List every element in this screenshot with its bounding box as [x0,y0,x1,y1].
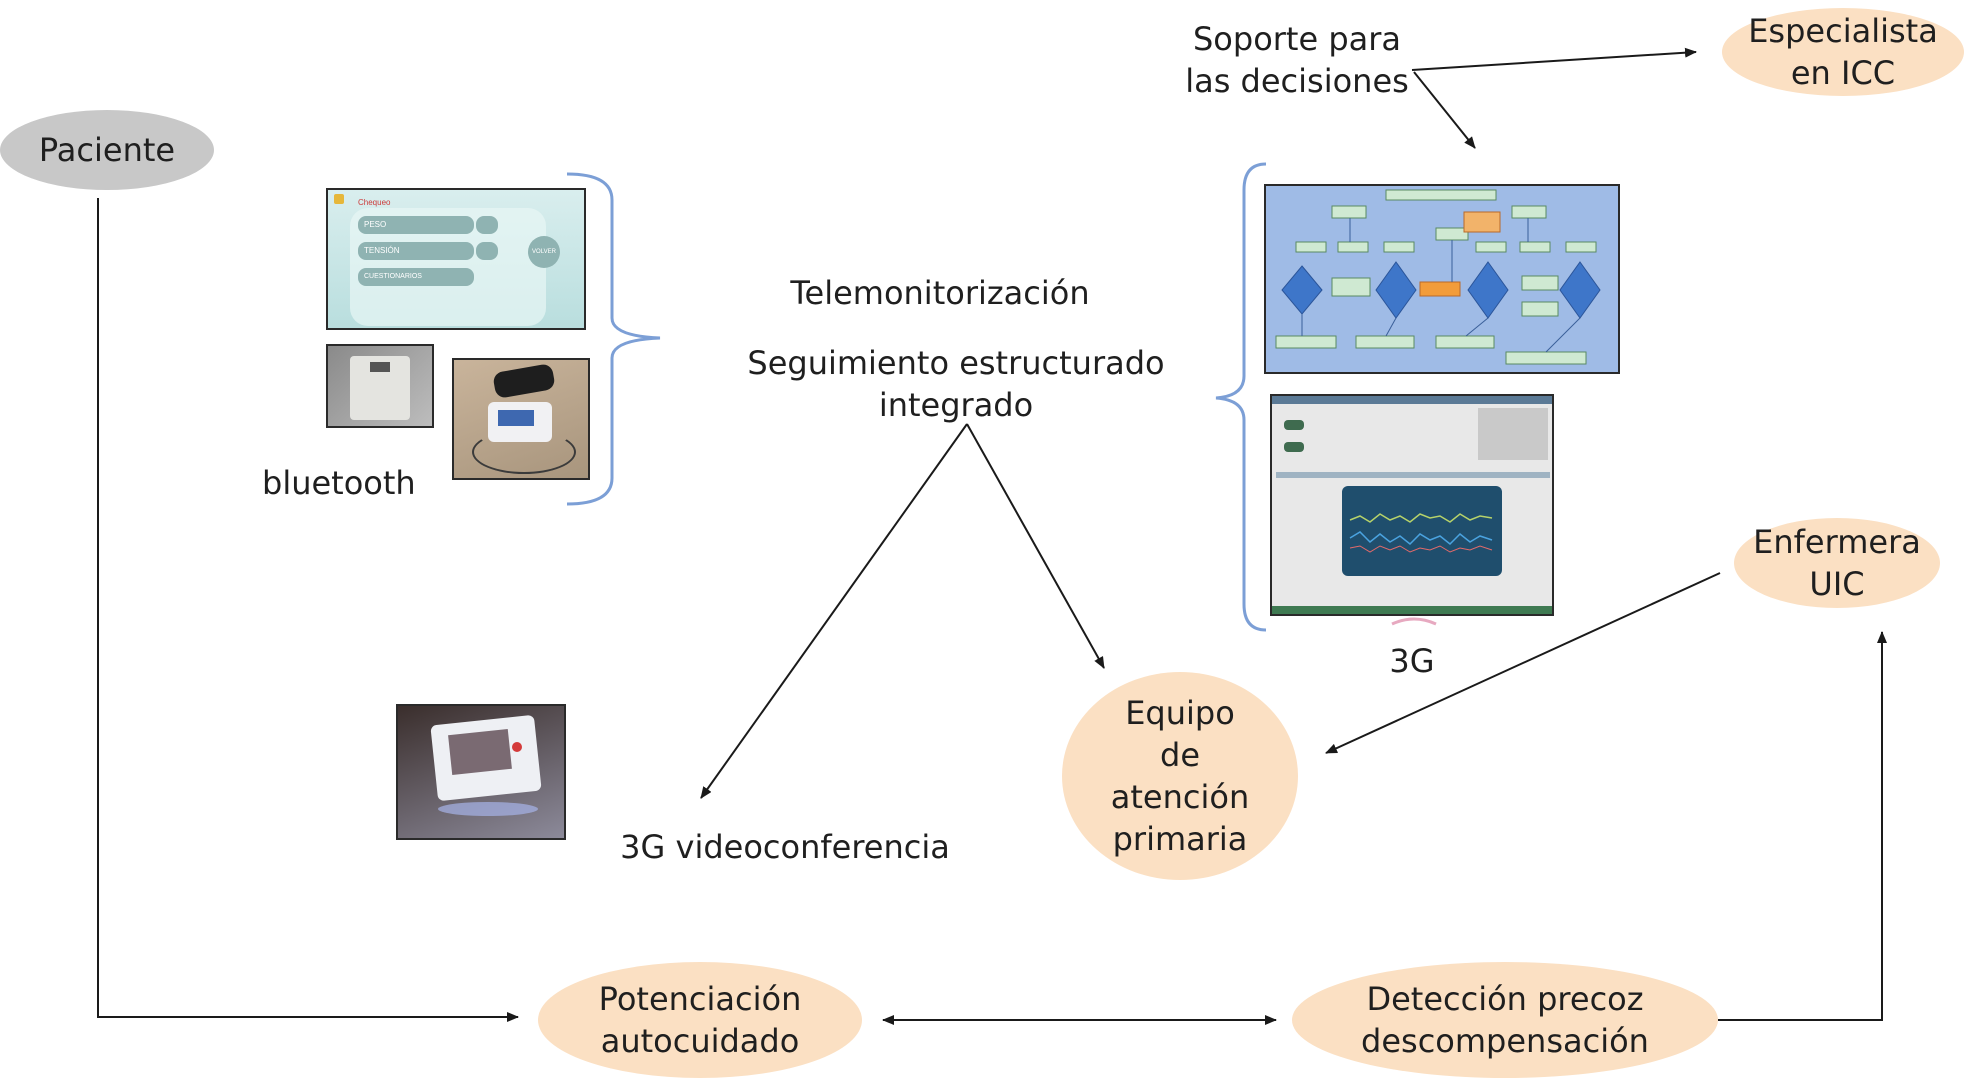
blood-pressure-photo [452,358,590,480]
arrow-seguimiento-videoconferencia [700,423,968,799]
arrow-seguimiento-equipo [966,423,1105,669]
app-button-cuestionarios: CUESTIONARIOS [358,268,474,286]
app-button-volver: VOLVER [528,236,560,268]
videoconference-device-photo [396,704,566,840]
node-equipo-atencion-primaria: Equipo de atención primaria [1062,672,1298,880]
label-soporte-decisiones: Soporte para las decisiones [1185,20,1409,100]
app-button-peso: PESO [358,216,474,234]
arrow-soporte-flowchart [1413,71,1476,149]
label-3g-videoconferencia: 3G videoconferencia [620,828,950,866]
node-especialista: Especialista en ICC [1722,8,1964,96]
arrow-deteccion-enfermera [1718,631,1887,1021]
arrow-soporte-especialista [1411,47,1697,71]
label-seguimiento-estructurado: Seguimiento estructurado integrado [747,344,1165,424]
app-screen-title: Chequeo [358,198,391,207]
arrow-paciente-potenciacion [97,198,519,1022]
label-3g: 3G [1389,642,1435,680]
app-button-tension: TENSIÓN [358,242,474,260]
bracket-right-screens [1215,162,1267,632]
scale-photo [326,344,434,428]
label-bluetooth: bluetooth [262,464,416,502]
bracket-left-devices [566,172,661,506]
app-screen-image: Chequeo PESO TENSIÓN CUESTIONARIOS VOLVE… [326,188,586,330]
node-deteccion-precoz: Detección precoz descompensación [1292,962,1718,1078]
monitoring-screen-image [1270,394,1554,616]
arrow-enfermera-equipo [1325,572,1721,754]
flowchart-screen-image [1264,184,1620,374]
node-potenciacion-autocuidado: Potenciación autocuidado [538,962,862,1078]
label-telemonitorizacion: Telemonitorización [790,274,1090,312]
node-enfermera: Enfermera UIC [1734,518,1940,608]
node-paciente: Paciente [0,110,214,190]
